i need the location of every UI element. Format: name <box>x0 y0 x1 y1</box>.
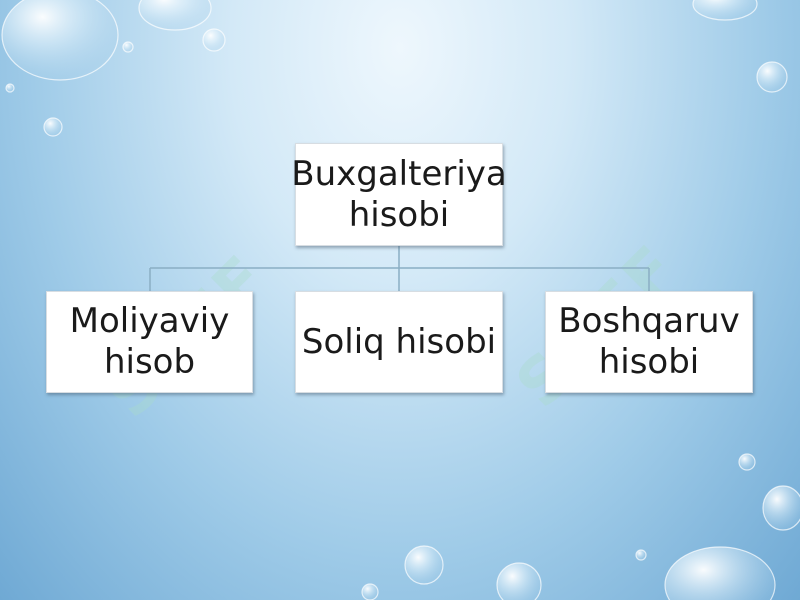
root-node-label: Buxgalteriya hisobi <box>291 153 507 235</box>
child-node-soliq: Soliq hisobi <box>295 291 503 393</box>
child-node-boshqaruv: Boshqaruv hisobi <box>545 291 753 393</box>
child-node-label: Moliyaviy hisob <box>69 301 230 382</box>
child-node-moliyaviy: Moliyaviy hisob <box>46 291 253 393</box>
root-node: Buxgalteriya hisobi <box>291 143 507 246</box>
child-node-label: Boshqaruv hisobi <box>558 301 740 382</box>
child-node-label: Soliq hisobi <box>301 321 497 362</box>
